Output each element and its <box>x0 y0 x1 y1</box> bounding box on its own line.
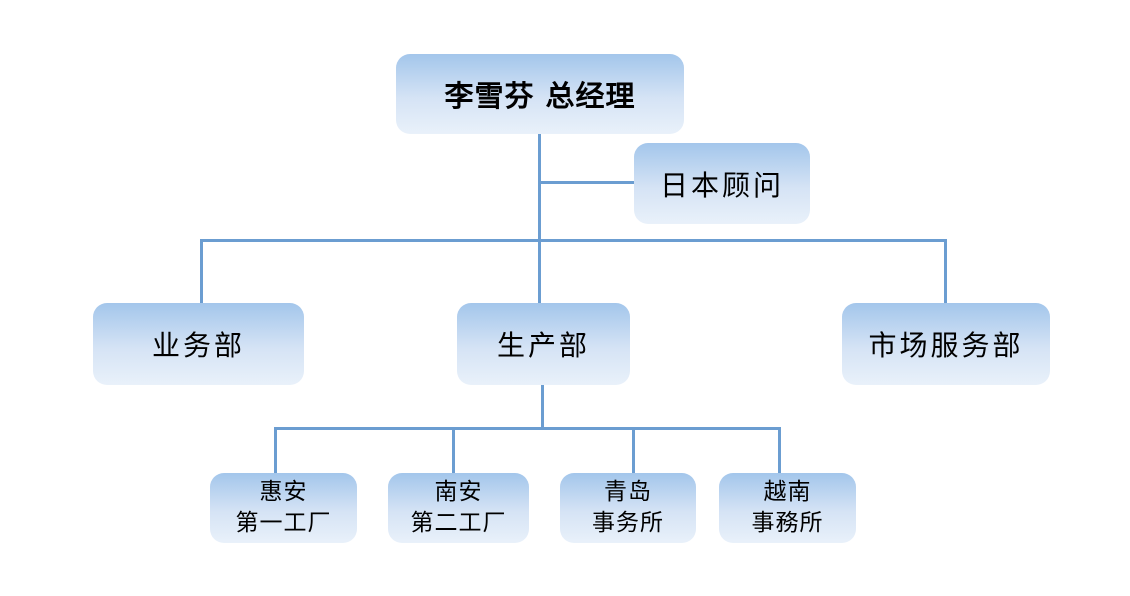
org-node-market-service-dept: 市场服务部 <box>842 303 1050 385</box>
org-node-vietnam-office: 越南 事務所 <box>719 473 856 543</box>
connector-drop-unit-vietnam <box>778 427 781 473</box>
org-node-general-manager: 李雪芬 总经理 <box>396 54 684 134</box>
org-node-business-dept: 业务部 <box>93 303 304 385</box>
connector-production-vertical <box>541 385 544 429</box>
org-node-label: 业务部 <box>151 329 245 362</box>
org-node-label-line2: 事务所 <box>592 510 664 536</box>
org-node-production-dept: 生产部 <box>457 303 630 385</box>
connector-drop-unit-qingdao <box>632 427 635 473</box>
org-node-label-line2: 第二工厂 <box>410 510 507 536</box>
connector-drop-unit-huian <box>274 427 277 473</box>
org-node-label: 市场服务部 <box>868 329 1024 362</box>
connector-root-vertical <box>538 134 541 303</box>
org-node-label-line1: 青岛 <box>604 478 652 505</box>
org-node-label: 生产部 <box>496 329 590 362</box>
org-node-huian-factory-1: 惠安 第一工厂 <box>210 473 357 543</box>
org-node-nanan-factory-2: 南安 第二工厂 <box>388 473 529 543</box>
org-node-label-line1: 越南 <box>763 478 812 505</box>
connector-units-horizontal <box>274 427 781 430</box>
connector-drop-market <box>944 239 947 303</box>
connector-drop-unit-nanan <box>452 427 455 473</box>
connector-departments-horizontal <box>200 239 947 242</box>
org-node-label: 日本顾问 <box>659 168 784 202</box>
org-node-japan-advisor: 日本顾问 <box>634 143 810 224</box>
org-node-label-line2: 事務所 <box>751 510 824 536</box>
org-node-label-line2: 第一工厂 <box>235 510 332 536</box>
org-node-label-line1: 惠安 <box>259 478 308 505</box>
org-node-label-line1: 南安 <box>434 478 483 505</box>
connector-drop-business <box>200 239 203 303</box>
org-node-qingdao-office: 青岛 事务所 <box>560 473 696 543</box>
connector-advisor-branch <box>540 181 634 184</box>
org-node-label: 李雪芬 总经理 <box>444 79 636 113</box>
